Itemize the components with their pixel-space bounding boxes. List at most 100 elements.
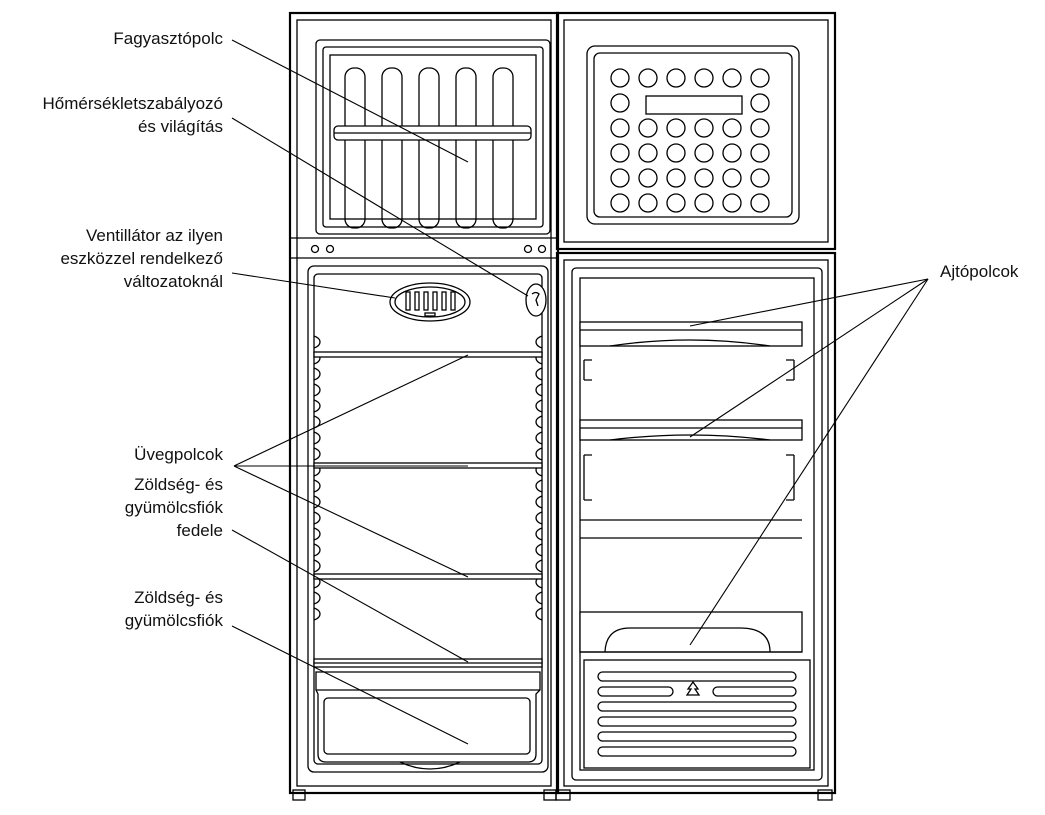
- door-dimple: [610, 93, 630, 113]
- door-dimple: [610, 118, 630, 138]
- label-line: Ajtópolcok: [940, 262, 1019, 281]
- label-line: gyümölcsfiók: [124, 498, 223, 517]
- leader-thermostat: [231, 117, 529, 297]
- door-shelves: [579, 321, 803, 653]
- door-dimple: [610, 193, 630, 213]
- leader-fan: [231, 272, 396, 299]
- shelf-support-ridge: [535, 415, 543, 429]
- shelf-support-ridge: [535, 527, 543, 541]
- shelf-support-ridge: [535, 495, 543, 509]
- shelf-support-ridge: [535, 367, 543, 381]
- label-line: Zöldség- és: [134, 588, 223, 607]
- label-freezer-shelf: Fagyasztópolc: [113, 27, 223, 50]
- shelf-support-ridge: [313, 367, 321, 381]
- shelf-support-ridge: [313, 495, 321, 509]
- shelf-support-ridge: [535, 335, 543, 349]
- label-line: és világítás: [137, 117, 223, 136]
- leader-lines: [231, 39, 929, 745]
- leader-crisper-cover: [231, 529, 469, 663]
- label-line: gyümölcsfiók: [124, 611, 223, 630]
- label-line: Hőmérsékletszabályozó: [42, 94, 223, 113]
- shelf-support-ridge: [535, 607, 543, 621]
- door-dimple: [638, 168, 658, 188]
- door-dimple: [610, 168, 630, 188]
- fan-unit: [389, 282, 471, 322]
- thermostat-light: [525, 283, 547, 317]
- hinge-screws: [310, 244, 547, 254]
- shelf-support-ridge: [313, 383, 321, 397]
- shelf-support-ridge: [313, 447, 321, 461]
- door-dimple: [638, 68, 658, 88]
- freezer-shelf: [333, 125, 532, 141]
- leader-door-shelf-1: [689, 278, 929, 327]
- shelf-support-ridge: [313, 479, 321, 493]
- shelf-support-ridge: [313, 543, 321, 557]
- shelf-support-ridge: [313, 559, 321, 573]
- door-dimple: [722, 168, 742, 188]
- door-dimple: [694, 118, 714, 138]
- fridge-door: [555, 251, 837, 801]
- door-dimple: [694, 168, 714, 188]
- door-dimple: [750, 93, 770, 113]
- door-dimples: [610, 68, 770, 213]
- label-thermostat: Hőmérsékletszabályozó és világítás: [43, 92, 223, 138]
- leader-door-shelf-3: [689, 278, 929, 646]
- label-line: változatoknál: [123, 272, 223, 291]
- shelf-support-ridge: [535, 399, 543, 413]
- label-fan: Ventillátor az ilyen eszközzel rendelkez…: [60, 224, 223, 293]
- shelf-support-ridge: [313, 335, 321, 349]
- door-dimple: [722, 118, 742, 138]
- shelf-support-ridge: [535, 511, 543, 525]
- door-dimple: [666, 118, 686, 138]
- leader-glass-shelf-1: [233, 354, 469, 467]
- door-dimple: [722, 68, 742, 88]
- door-dimple: [666, 193, 686, 213]
- label-line: eszközzel rendelkező: [60, 249, 223, 268]
- crisper-cover: [313, 658, 543, 668]
- freezer-compartment: [315, 39, 551, 235]
- door-dimple: [694, 193, 714, 213]
- door-vent-grille: [583, 659, 811, 769]
- shelf-support-ridge: [535, 591, 543, 605]
- leader-freezer-shelf: [231, 39, 469, 163]
- door-dimple: [666, 168, 686, 188]
- door-dimple: [722, 193, 742, 213]
- shelf-support-ridge: [535, 559, 543, 573]
- shelf-support-ridge: [313, 399, 321, 413]
- label-line: Üvegpolcok: [134, 445, 223, 464]
- freezer-door: [555, 11, 837, 251]
- shelf-support-ridge: [535, 383, 543, 397]
- door-dimple: [750, 168, 770, 188]
- leader-door-shelf-2: [689, 278, 929, 438]
- shelf-support-ridge: [313, 431, 321, 445]
- label-line: Ventillátor az ilyen: [85, 226, 223, 245]
- door-dimple: [750, 118, 770, 138]
- label-crisper-cover: Zöldség- és gyümölcsfiók fedele: [125, 473, 223, 542]
- shelf-support-ridge: [535, 447, 543, 461]
- door-dimple: [694, 143, 714, 163]
- label-line: Zöldség- és: [134, 475, 223, 494]
- shelf-support-ridge: [313, 511, 321, 525]
- leader-glass-shelf-3: [233, 465, 469, 578]
- door-dimple: [638, 193, 658, 213]
- door-dimple: [666, 68, 686, 88]
- shelf-support-ridge: [313, 607, 321, 621]
- door-dimple: [694, 68, 714, 88]
- door-dimple: [666, 143, 686, 163]
- door-dimple: [638, 143, 658, 163]
- crisper-drawer: [315, 671, 541, 770]
- leader-crisper: [231, 625, 469, 745]
- door-dimple: [638, 118, 658, 138]
- shelf-support-ridge: [313, 527, 321, 541]
- label-door-shelves: Ajtópolcok: [940, 260, 1018, 283]
- shelf-support-ridge: [535, 431, 543, 445]
- door-dimple: [610, 143, 630, 163]
- door-dimple: [722, 143, 742, 163]
- label-line: fedele: [176, 521, 223, 540]
- shelf-support-ridge: [313, 591, 321, 605]
- door-dimple: [750, 193, 770, 213]
- label-line: Fagyasztópolc: [113, 29, 223, 48]
- fridge-compartment: [307, 265, 549, 773]
- label-glass-shelves: Üvegpolcok: [134, 443, 223, 466]
